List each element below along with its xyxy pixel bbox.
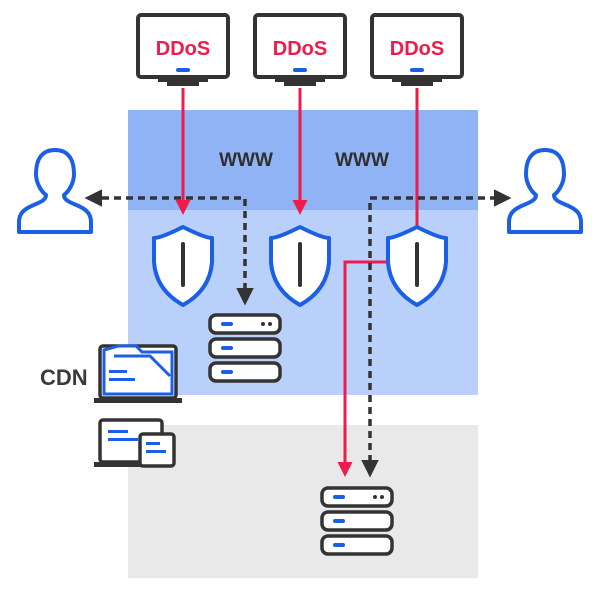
server-icon: [208, 313, 282, 383]
ddos-attacker-3: DDoS: [370, 13, 464, 86]
monitor-icon: [370, 13, 464, 86]
shield-1: [152, 225, 214, 307]
ddos-attacker-1: DDoS: [136, 13, 230, 86]
traffic-path-right: [361, 189, 512, 478]
server-stack-origin: [320, 486, 394, 556]
devices-icon: [94, 418, 176, 468]
traffic-path-left: [84, 189, 254, 306]
cdn-folder: [94, 344, 182, 403]
ddos-label: DDoS: [390, 38, 444, 60]
ddos-label: DDoS: [156, 38, 210, 60]
server-stack-www: [208, 313, 282, 383]
monitor-icon: [253, 13, 347, 86]
folder-icon: [94, 344, 182, 403]
cdn-label: CDN: [40, 365, 88, 390]
ddos-label: DDoS: [273, 38, 327, 60]
shield-2: [269, 225, 331, 307]
www-zone-top: [128, 110, 478, 210]
www-label: WWW: [335, 150, 389, 171]
ddos-attacker-2: DDoS: [253, 13, 347, 86]
shield-3: [386, 225, 448, 307]
origin-zone: [128, 425, 478, 578]
cdn-devices: [94, 418, 176, 468]
www-label: WWW: [219, 150, 273, 171]
user-icon: [17, 148, 93, 234]
user-left: [17, 148, 93, 234]
server-icon: [320, 486, 394, 556]
monitor-icon: [136, 13, 230, 86]
user-icon: [507, 148, 583, 234]
user-right: [507, 148, 583, 234]
